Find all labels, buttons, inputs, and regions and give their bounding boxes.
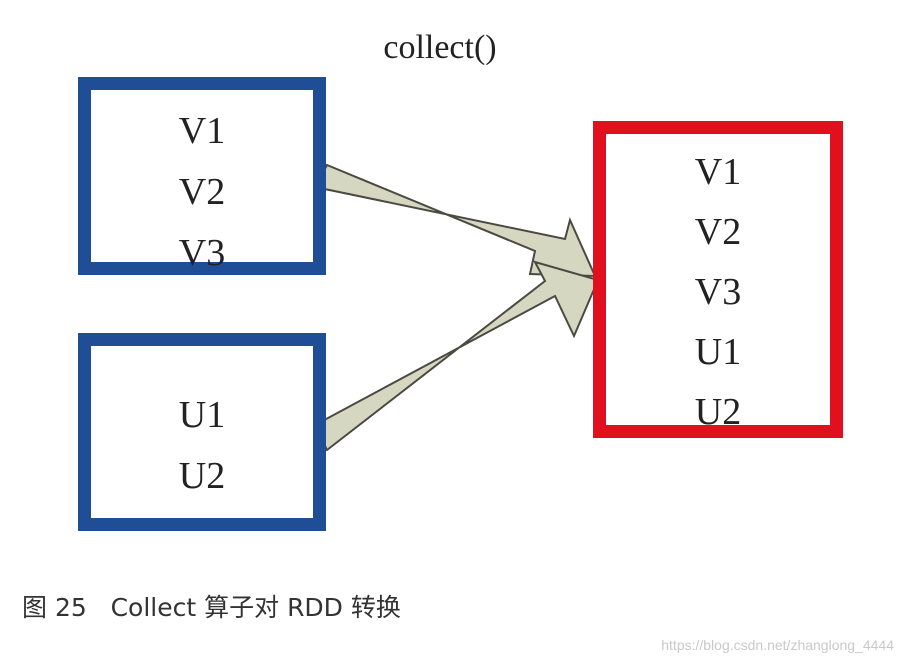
result-item: U1 [694, 331, 742, 373]
partition-box-v: V1 V2 V3 [78, 77, 326, 275]
result-item: U2 [694, 391, 742, 433]
partition-item: V1 [178, 110, 226, 152]
partition-item: U2 [178, 455, 226, 497]
diagram-title: collect() [383, 29, 497, 66]
partition-box-u: U1 U2 [78, 333, 326, 531]
result-item: V1 [694, 151, 742, 193]
partition-item: V2 [178, 171, 226, 213]
arrow-from-partition-u [313, 260, 600, 452]
arrow-from-partition-v [313, 163, 597, 278]
partition-item: V3 [178, 232, 226, 274]
result-box: V1 V2 V3 U1 U2 [593, 121, 843, 438]
partition-item: U1 [178, 394, 226, 436]
result-item: V3 [694, 271, 742, 313]
result-item: V2 [694, 211, 742, 253]
figure-caption: 图 25 Collect 算子对 RDD 转换 [22, 593, 401, 622]
watermark-link: https://blog.csdn.net/zhanglong_4444 [661, 637, 894, 653]
